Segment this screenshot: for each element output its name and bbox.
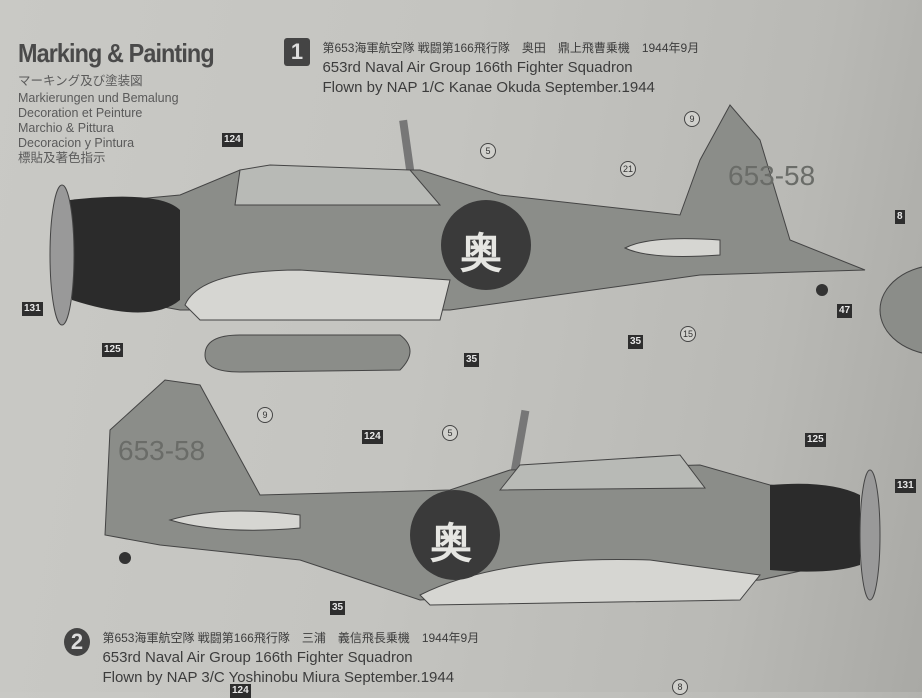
callout-bottom-124: 124 <box>230 684 251 698</box>
scheme-2-header: 2 第653海軍航空隊 戦闘第166飛行隊 三浦 義信飛長乗機 1944年9月 … <box>64 628 479 688</box>
subtitle-german: Markierungen und Bemalung <box>18 91 179 105</box>
scheme-2-unit: 653rd Naval Air Group 166th Fighter Squa… <box>102 649 413 666</box>
page-title: Marking & Painting <box>18 38 215 68</box>
scheme-1-unit: 653rd Naval Air Group 166th Fighter Squa… <box>322 59 633 76</box>
callout-1-8: 8 <box>895 210 905 224</box>
scheme-1-header: 1 第653海軍航空隊 戦闘第166飛行隊 奥田 鼎上飛曹乗機 1944年9月 … <box>284 38 699 98</box>
scheme-2-pilot: Flown by NAP 3/C Yoshinobu Miura Septemb… <box>102 669 455 686</box>
subtitle-chinese: 標貼及著色指示 <box>18 151 106 165</box>
callout-bottom-8: 8 <box>672 679 688 695</box>
scheme-1-japanese: 第653海軍航空隊 戦闘第166飛行隊 奥田 鼎上飛曹乗機 1944年9月 <box>322 41 700 55</box>
callout-1-35a: 35 <box>464 353 480 367</box>
callout-1-47: 47 <box>837 304 853 318</box>
scheme-2-number: 2 <box>64 628 90 656</box>
scheme-2-japanese: 第653海軍航空隊 戦闘第166飛行隊 三浦 義信飛長乗機 1944年9月 <box>102 631 480 645</box>
aircraft-2-profile <box>104 379 881 606</box>
callout-1-21: 21 <box>620 161 636 177</box>
subtitle-spanish: Decoracion y Pintura <box>18 136 135 150</box>
aircraft-1-profile <box>49 104 866 373</box>
partial-aircraft-right <box>879 266 922 354</box>
callout-1-125: 125 <box>102 343 123 357</box>
callout-2-125: 125 <box>805 433 826 447</box>
callout-1-15: 15 <box>680 326 696 342</box>
aircraft-2-fuselage-kanji: 奥 <box>430 520 472 567</box>
callout-2-124: 124 <box>362 430 383 444</box>
callout-1-5: 5 <box>480 143 496 159</box>
subtitle-japanese: マーキング及び塗装図 <box>18 74 143 88</box>
callout-2-131: 131 <box>895 479 916 493</box>
scheme-1-number: 1 <box>284 38 310 66</box>
aircraft-2-tail-code: 653-58 <box>118 435 205 466</box>
callout-1-124: 124 <box>222 133 243 147</box>
callout-1-9: 9 <box>684 111 700 127</box>
callout-2-35: 35 <box>330 601 346 615</box>
subtitle-french: Decoration et Peinture <box>18 106 143 120</box>
callout-2-5: 5 <box>442 425 458 441</box>
callout-2-9: 9 <box>257 407 273 423</box>
callout-1-131: 131 <box>22 302 43 316</box>
aircraft-1-fuselage-kanji: 奥 <box>460 230 502 277</box>
scheme-1-pilot: Flown by NAP 1/C Kanae Okuda September.1… <box>322 79 655 96</box>
subtitle-italian: Marchio & Pittura <box>18 121 114 135</box>
callout-1-35b: 35 <box>628 335 644 349</box>
aircraft-1-tail-code: 653-58 <box>728 160 815 191</box>
